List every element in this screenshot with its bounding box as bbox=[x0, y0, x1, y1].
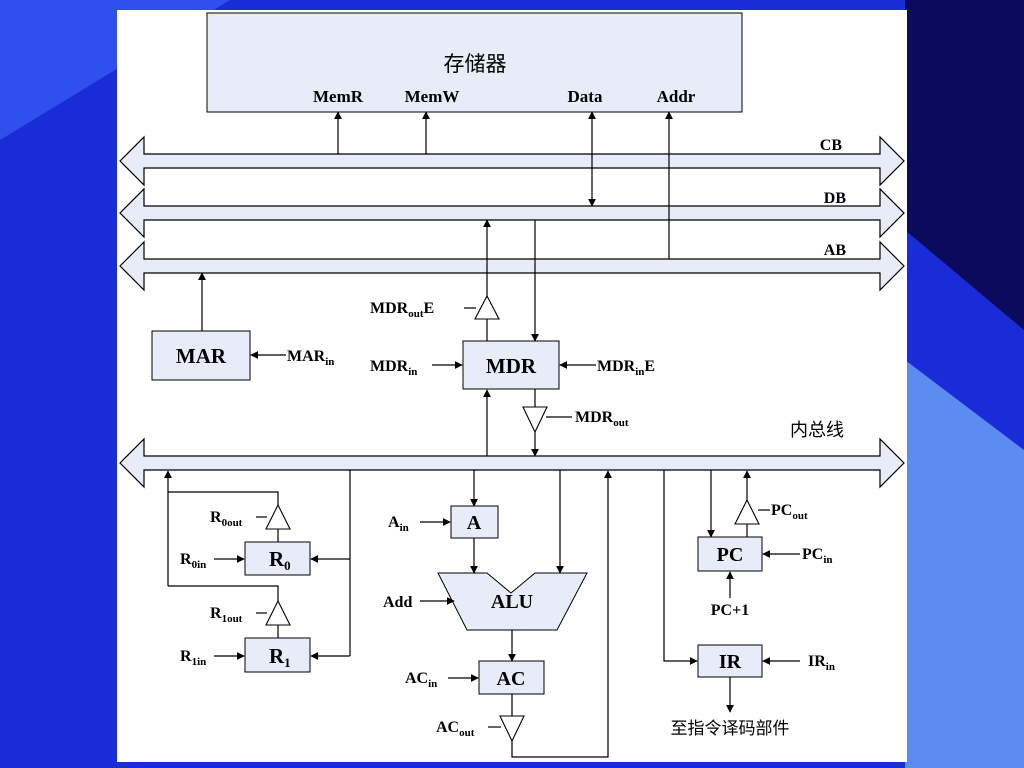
to-decoder-label: 至指令译码部件 bbox=[671, 719, 790, 739]
mar-in-label: MARin bbox=[287, 348, 334, 368]
a-register bbox=[450, 505, 499, 539]
ac-out-label: ACout bbox=[436, 719, 475, 739]
a-in-label: Ain bbox=[388, 514, 409, 534]
r1-out-wire bbox=[168, 585, 279, 601]
r0-label: R0 bbox=[269, 547, 291, 573]
pc-increment-label: PC+1 bbox=[711, 602, 749, 619]
mdr-in-e-label: MDRinE bbox=[597, 358, 655, 378]
data-bus bbox=[119, 187, 905, 239]
ir-register bbox=[697, 644, 763, 678]
db-label: DB bbox=[824, 190, 847, 207]
pc-label: PC bbox=[717, 544, 744, 566]
pc-out-label: PCout bbox=[771, 502, 808, 522]
mdr-out-label: MDRout bbox=[575, 409, 629, 429]
mdr-label: MDR bbox=[486, 354, 537, 378]
ab-label: AB bbox=[824, 242, 847, 259]
alu-label: ALU bbox=[491, 591, 533, 613]
r0-in-label: R0in bbox=[180, 551, 206, 571]
bus-to-ir-wire bbox=[663, 470, 698, 665]
ir-label: IR bbox=[719, 651, 742, 673]
alu-unit bbox=[437, 572, 588, 631]
pc-in-label: PCin bbox=[802, 546, 833, 566]
internal-bus-label: 内总线 bbox=[790, 420, 844, 441]
r0-out-wire bbox=[168, 491, 279, 505]
pc-out-buffer bbox=[734, 498, 760, 525]
memw-port-label: MemW bbox=[405, 87, 460, 106]
memory-box bbox=[206, 12, 743, 113]
mdr-out-e-buffer bbox=[474, 294, 500, 320]
a-label: A bbox=[467, 512, 482, 534]
mdr-register bbox=[462, 340, 560, 390]
memory-title: 存储器 bbox=[444, 52, 507, 76]
r0-register bbox=[244, 541, 311, 576]
add-label: Add bbox=[383, 594, 412, 611]
address-bus bbox=[119, 240, 905, 292]
memr-port-label: MemR bbox=[313, 87, 364, 106]
ir-in-label: IRin bbox=[808, 653, 835, 673]
r0-out-label: R0out bbox=[210, 509, 243, 529]
mar-register bbox=[151, 330, 251, 381]
mdr-out-buffer bbox=[522, 406, 548, 434]
mar-label: MAR bbox=[176, 344, 227, 368]
mdr-in-label: MDRin bbox=[370, 358, 417, 378]
r1-out-label: R1out bbox=[210, 605, 243, 625]
r0-out-buffer bbox=[265, 503, 291, 530]
ac-in-label: ACin bbox=[405, 670, 437, 690]
r1-register bbox=[244, 637, 311, 673]
control-bus bbox=[119, 135, 905, 187]
ac-out-wire bbox=[511, 470, 612, 758]
internal-bus bbox=[119, 437, 905, 489]
bottom-right-decoration bbox=[905, 360, 1024, 768]
ac-out-buffer bbox=[499, 715, 525, 743]
mdr-out-e-label: MDRoutE bbox=[370, 300, 434, 320]
addr-port-label: Addr bbox=[657, 87, 696, 106]
pc-register bbox=[697, 536, 763, 572]
ac-label: AC bbox=[497, 668, 526, 690]
r1-out-buffer bbox=[265, 599, 291, 626]
r1-in-label: R1in bbox=[180, 648, 206, 668]
cb-label: CB bbox=[820, 137, 843, 154]
ac-register bbox=[478, 660, 545, 695]
top-right-decoration bbox=[905, 0, 1024, 330]
r1-label: R1 bbox=[269, 644, 291, 670]
data-port-label: Data bbox=[568, 87, 603, 106]
